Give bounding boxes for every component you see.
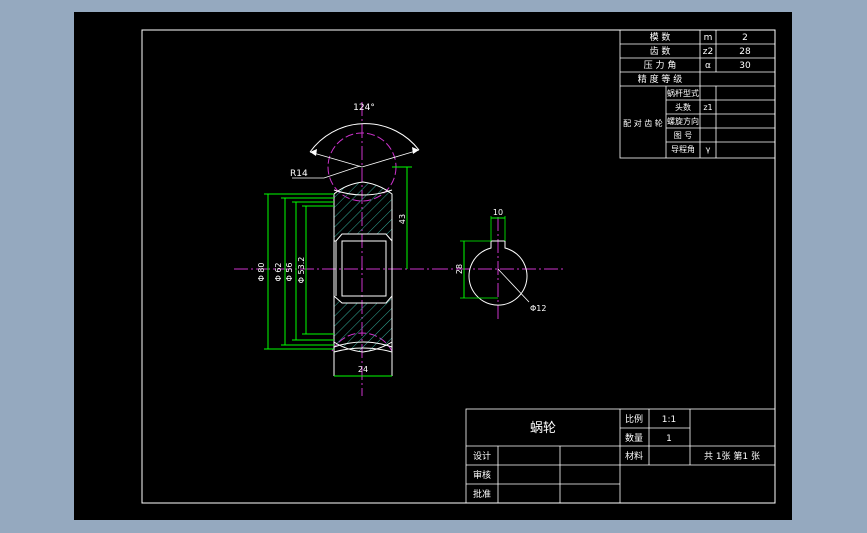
title-block [465,408,776,504]
angle-leg [361,149,420,168]
param-value: 28 [739,47,751,57]
mesh-item-label: 图 号 [674,131,693,140]
angle-arc [309,123,420,153]
cad-drawing: 模 数 m 2 齿 数 z2 28 压 力 角 α 30 精 度 等 级 配 对… [141,29,776,504]
scale-label: 比例 [625,413,643,425]
mesh-item-label: 蜗杆型式 [667,88,699,98]
qty-label: 数量 [625,432,643,444]
keyway-label: 10 [493,208,503,217]
bore-height-label: 28 [455,264,464,274]
mesh-item-symbol: z1 [703,103,712,112]
dia-pitch-label: Φ 56 [285,262,294,281]
scale-value: 1:1 [662,415,676,425]
angle-label: 124° [353,103,375,113]
mesh-item-label: 导程角 [671,144,695,154]
qty-value: 1 [666,434,672,444]
title-text: 蜗轮 比例 1:1 数量 1 材料 共 1张 第1 张 设计 审核 批准 [473,413,760,500]
param-value: 30 [739,61,751,71]
drawing-border [141,29,776,504]
params-table [619,29,776,159]
arrowhead [310,149,317,156]
param-symbol: α [705,61,711,71]
param-symbol: z2 [703,47,713,57]
width-label: 24 [358,365,368,374]
gear-section [333,181,393,376]
approve-label: 批准 [473,488,491,500]
mesh-item-label: 螺旋方向 [667,116,699,126]
center-distance-label: 43 [398,214,407,224]
param-label: 模 数 [650,31,671,43]
mesh-group-label: 配 对 齿 轮 [623,118,663,128]
dia-tip-label: Φ 62 [274,262,283,281]
param-symbol: m [704,33,713,43]
material-label: 材料 [625,450,643,462]
param-label: 精 度 等 级 [638,73,683,85]
drawing-viewport[interactable]: 模 数 m 2 齿 数 z2 28 压 力 角 α 30 精 度 等 级 配 对… [74,12,792,520]
dia-root-label: Φ 53.2 [297,257,306,284]
design-label: 设计 [473,450,491,462]
angle-leg [309,151,363,168]
bore-dia-label: Φ12 [530,304,546,313]
part-name: 蜗轮 [530,420,556,436]
param-value: 2 [742,33,748,43]
bore-with-keyway [468,240,528,306]
mesh-item-symbol: γ [706,145,711,154]
param-label: 齿 数 [650,45,671,57]
params-text: 模 数 m 2 齿 数 z2 28 压 力 角 α 30 精 度 等 级 配 对… [623,31,751,154]
check-label: 审核 [473,469,491,481]
diameter-dims [264,193,334,350]
mesh-item-label: 头数 [675,102,691,112]
arrowhead [412,147,419,154]
radius-leader [292,165,361,179]
sheets-text: 共 1张 第1 张 [704,450,760,462]
radius-label: R14 [290,169,308,179]
param-label: 压 力 角 [644,59,677,71]
bore-dia-leader [497,268,530,303]
dia-outer-label: Φ 80 [257,262,266,281]
